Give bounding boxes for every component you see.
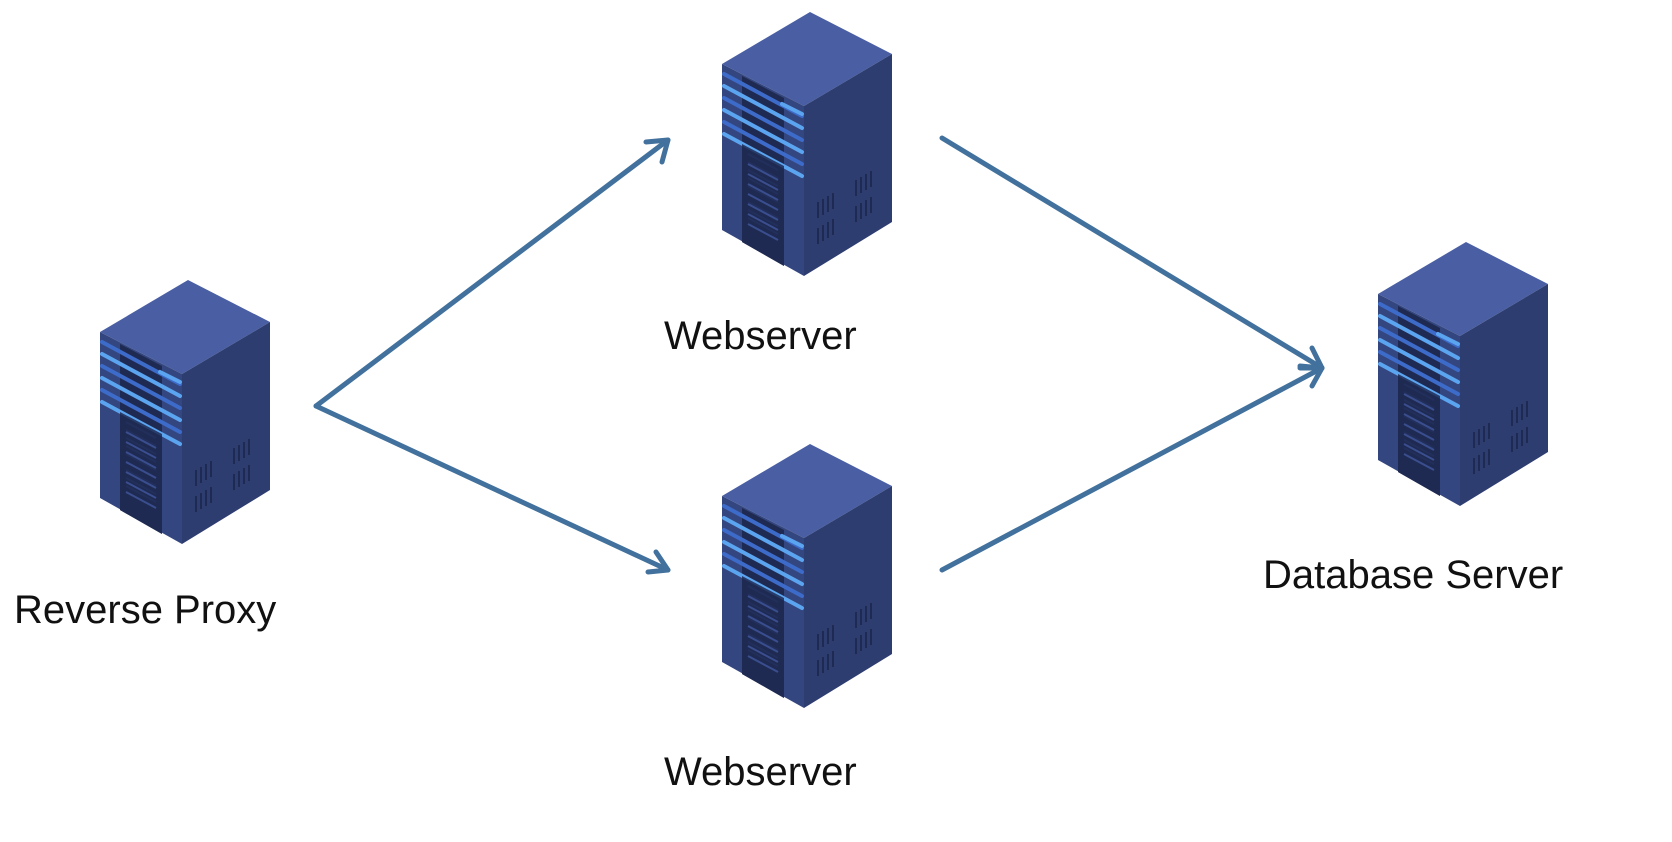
- reverse-proxy-label: Reverse Proxy: [14, 588, 277, 632]
- server-icon-database: [1376, 240, 1550, 508]
- webserver-top-label: Webserver: [664, 314, 857, 358]
- arrow-proxy-to-webserver-top: [313, 137, 671, 409]
- server-icon-proxy: [98, 278, 272, 546]
- arrow-webserver-top-to-database: [939, 135, 1325, 371]
- server-icon-webserver-bottom: [720, 442, 894, 710]
- database-server-label: Database Server: [1263, 553, 1564, 597]
- arrow-webserver-bottom-to-database: [939, 365, 1325, 573]
- webserver-bottom-label: Webserver: [664, 750, 857, 794]
- server-icon-webserver-top: [720, 10, 894, 278]
- arrow-proxy-to-webserver-bottom: [313, 403, 671, 575]
